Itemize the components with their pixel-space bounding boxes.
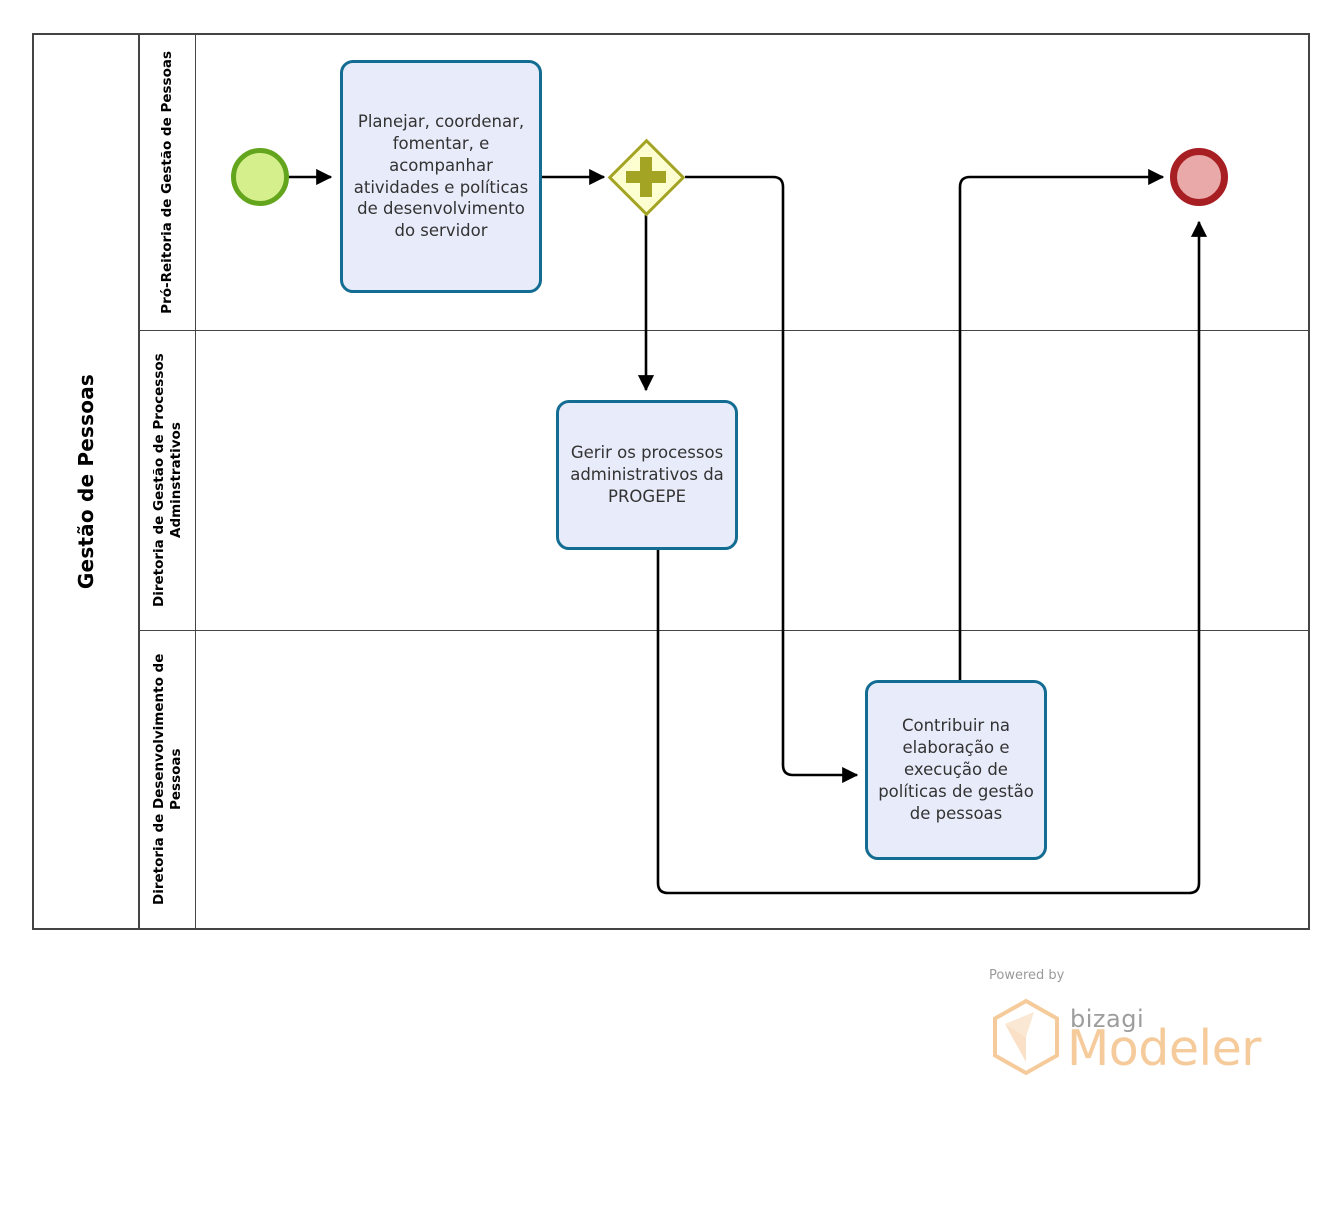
lane-pro-reitoria-de-gestao-de-pessoas[interactable]: Pró-Reitoria de Gestão de Pessoas	[140, 35, 1310, 330]
lane-label-diretoria-processos: Diretoria de Gestão de Processos Adminst…	[150, 353, 184, 607]
lane-header-diretoria-desenvolvimento: Diretoria de Desenvolvimento de Pessoas	[140, 630, 196, 928]
powered-by-label: Powered by	[989, 968, 1065, 983]
lane-diretoria-gestao-processos-administrativos[interactable]: Diretoria de Gestão de Processos Adminst…	[140, 330, 1310, 630]
task-contribuir-politicas-gestao-pessoas[interactable]: Contribuir na elaboração e execução de p…	[865, 680, 1047, 860]
task-label: Contribuir na elaboração e execução de p…	[878, 716, 1034, 823]
task-planejar-coordenar-fomentar[interactable]: Planejar, coordenar, fomentar, e acompan…	[340, 60, 542, 293]
task-label: Planejar, coordenar, fomentar, e acompan…	[353, 111, 529, 241]
bizagi-brand-label: bizagi	[1070, 1005, 1145, 1033]
lane-divider-2	[140, 630, 1310, 631]
lane-header-pro-reitoria: Pró-Reitoria de Gestão de Pessoas	[140, 35, 196, 330]
task-label: Gerir os processos administrativos da PR…	[570, 443, 724, 506]
parallel-gateway[interactable]	[607, 138, 685, 216]
bizagi-modeler-label: Modeler	[1067, 1020, 1261, 1077]
bizagi-hexagon-logo	[993, 998, 1059, 1076]
end-event[interactable]	[1170, 148, 1228, 206]
parallel-plus-icon-vertical	[640, 157, 652, 197]
lane-header-diretoria-processos: Diretoria de Gestão de Processos Adminst…	[140, 330, 196, 630]
lane-diretoria-desenvolvimento-de-pessoas[interactable]: Diretoria de Desenvolvimento de Pessoas	[140, 630, 1310, 928]
lane-divider-1	[140, 330, 1310, 331]
lane-label-pro-reitoria: Pró-Reitoria de Gestão de Pessoas	[159, 51, 176, 314]
pool-header: Gestão de Pessoas	[34, 35, 140, 928]
lane-label-diretoria-desenvolvimento: Diretoria de Desenvolvimento de Pessoas	[150, 653, 184, 905]
start-event[interactable]	[231, 148, 289, 206]
pool-label: Gestão de Pessoas	[74, 373, 98, 590]
bizagi-watermark: Powered by bizagi Modeler	[975, 968, 1275, 1083]
task-gerir-processos-administrativos[interactable]: Gerir os processos administrativos da PR…	[556, 400, 738, 550]
